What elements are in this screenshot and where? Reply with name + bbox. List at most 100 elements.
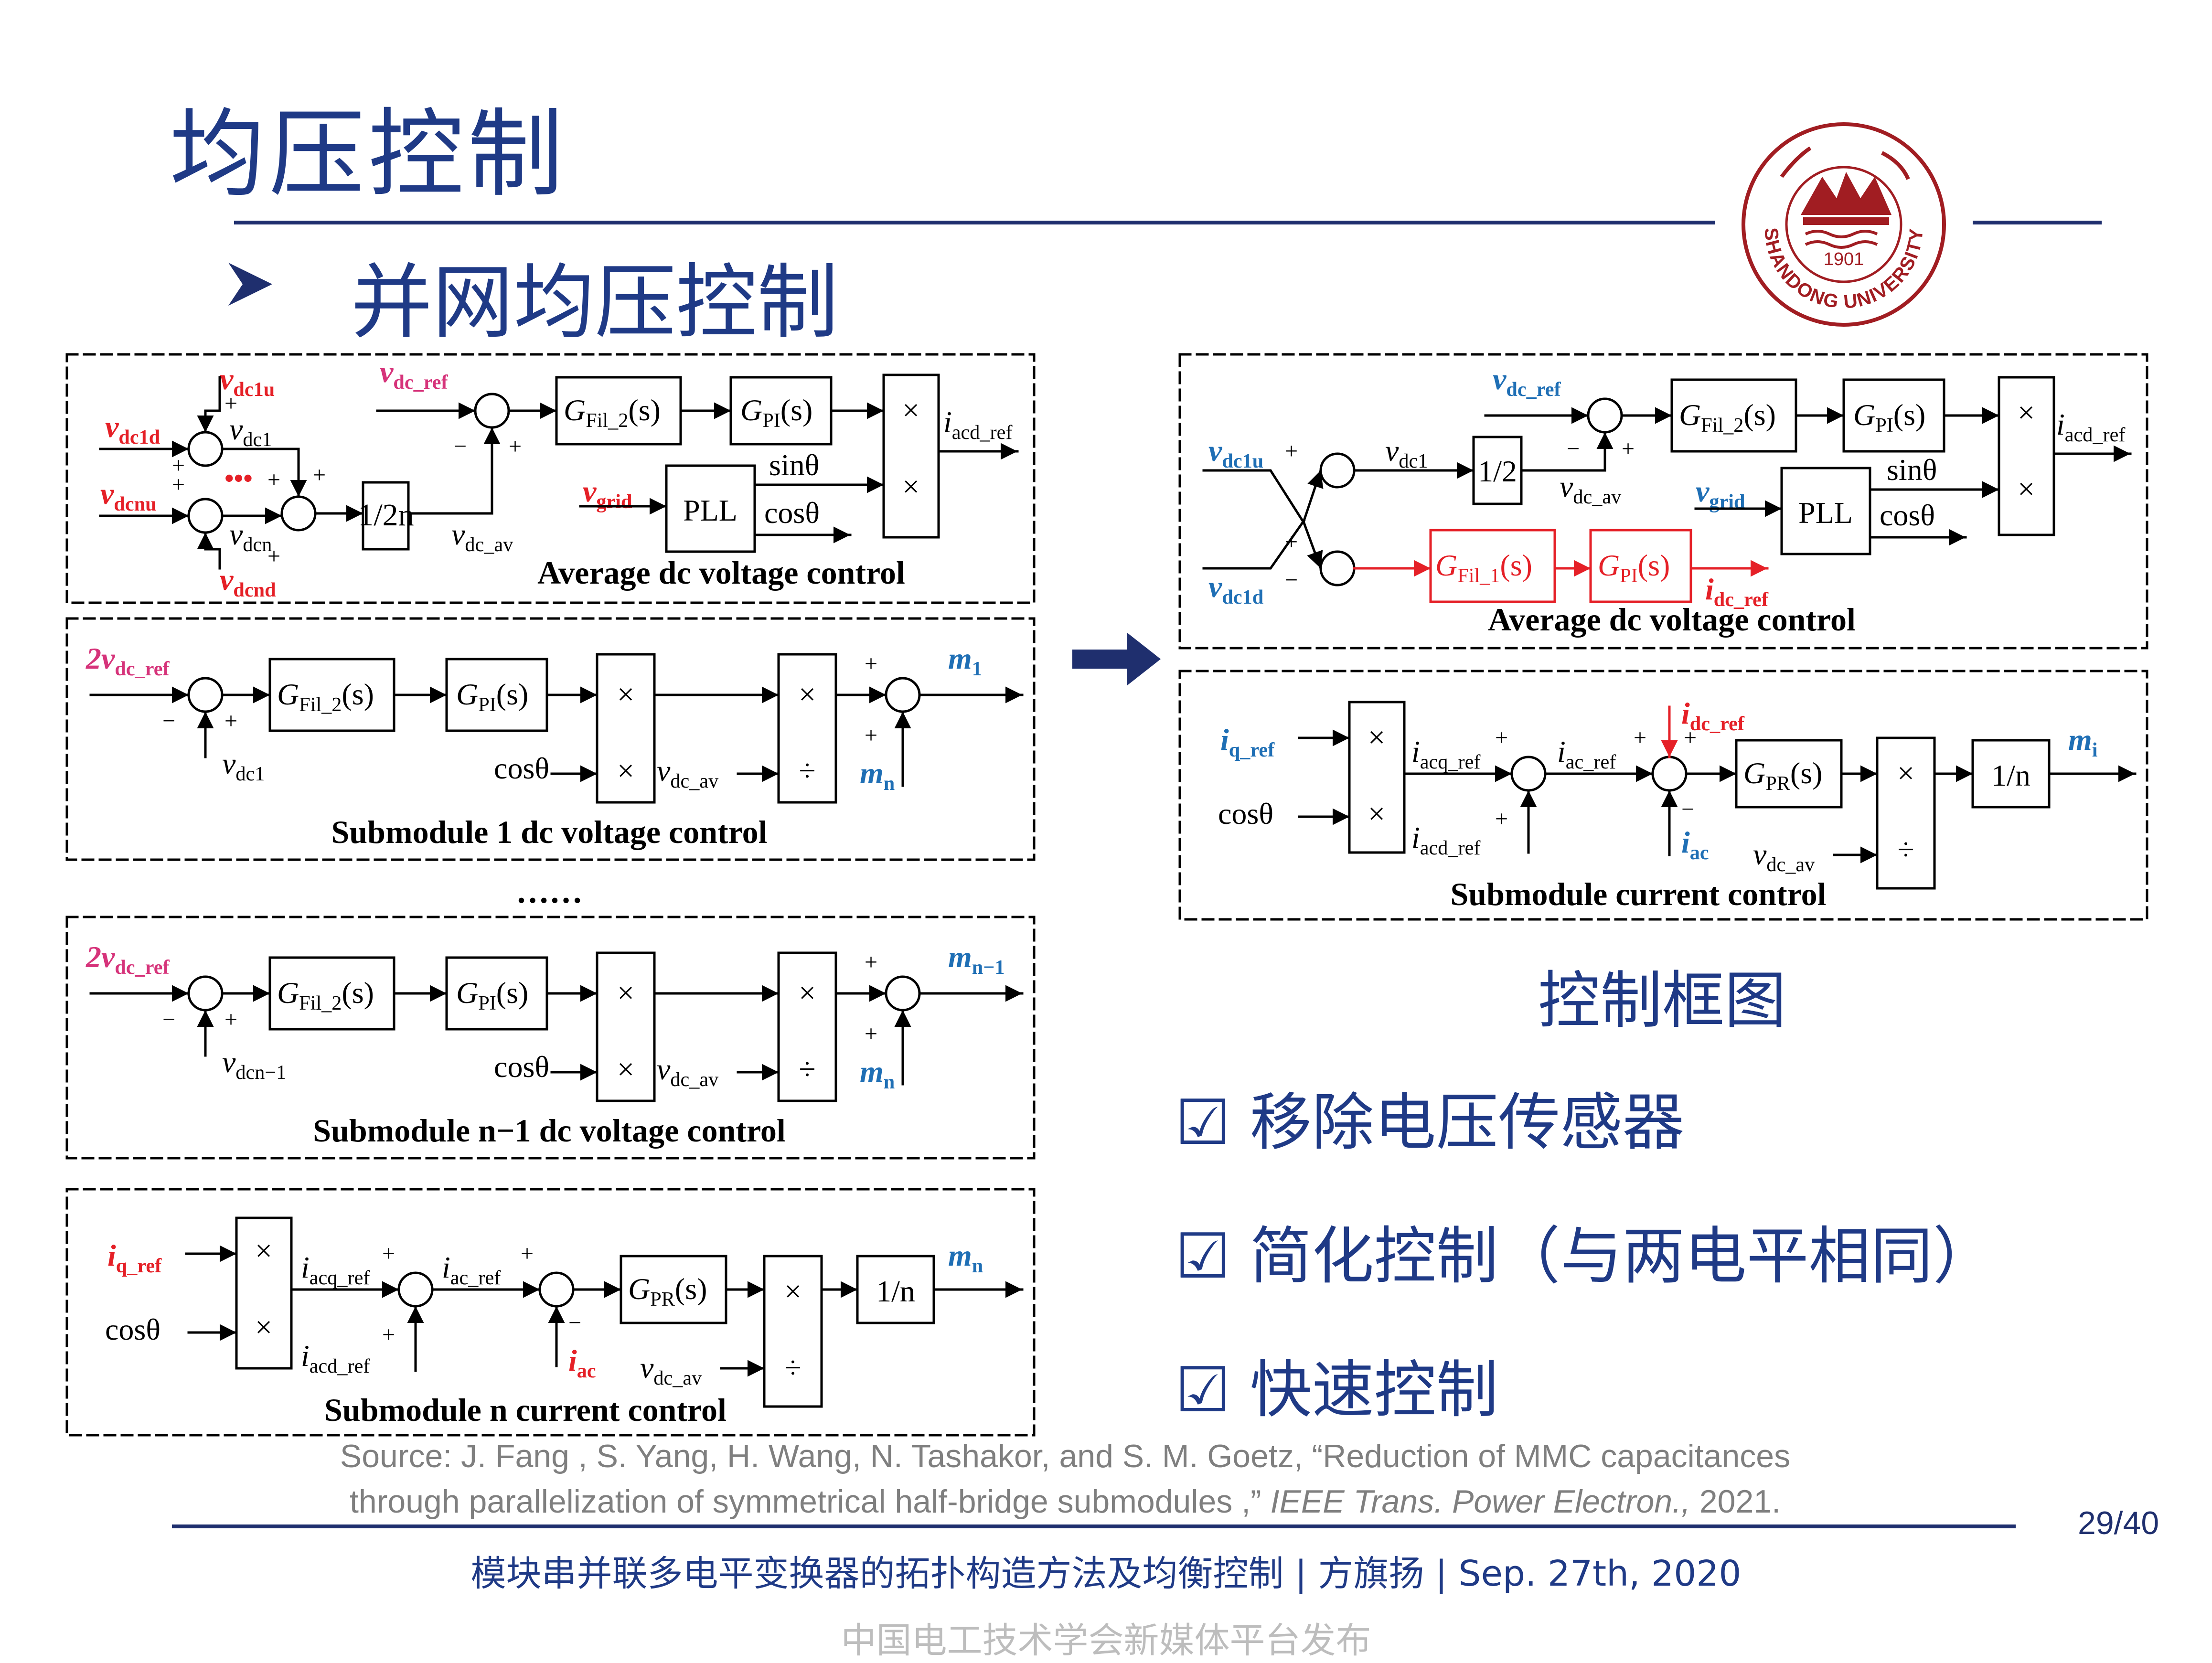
title-rule-right	[1973, 221, 2102, 224]
frame-right-average	[1178, 353, 2148, 650]
frame-left-smn1-fb: vdcn−1	[222, 1045, 286, 1084]
diagram-caption: 控制框图	[1538, 964, 1786, 1037]
frame-left-average	[65, 353, 1036, 604]
sum-lower	[187, 498, 224, 534]
label-vdcnd: vdcnd	[220, 563, 276, 601]
feature-item: ☑ 快速控制	[1175, 1340, 1498, 1429]
checkbox-icon: ☑	[1175, 1220, 1231, 1292]
frame-right-average-gpi2-label-symbol: G	[1598, 548, 1620, 582]
frame-left-smncur-sum1	[397, 1271, 434, 1308]
frame-left-smncur-out: mn	[948, 1238, 983, 1277]
block-gfil2-label-symbol: G	[564, 393, 586, 427]
label-iacd-subscript: acd_ref	[952, 421, 1013, 444]
frame-right-current-iacq-symbol: i	[1411, 735, 1420, 768]
frame-right-average-vdcav-subscript: dc_av	[1573, 486, 1622, 508]
frame-left-smn1-mn-subscript: n	[884, 1071, 895, 1093]
sign: −	[162, 708, 175, 734]
frame-left-sm1-mul-top: ×	[617, 677, 634, 711]
frame-right-average-mul-top: ×	[2018, 395, 2035, 429]
block-gpi-label-subscript: PI	[762, 409, 780, 432]
feature-label: 快速控制	[1250, 1354, 1498, 1426]
wire-vdcnd	[197, 531, 221, 570]
mul-top: ×	[902, 393, 919, 427]
sign: −	[1681, 797, 1694, 822]
frame-left-smn1-gfil2-label: GFil_2(s)	[277, 976, 374, 1014]
frame-right-average-wire-u2	[1302, 521, 1323, 570]
frame-right-average-vdc1u: vdc1u	[1208, 434, 1263, 472]
frame-right-average-vdc1u-symbol: v	[1208, 434, 1222, 468]
frame-left-smncur-iacd-symbol: i	[301, 1339, 310, 1373]
frame-left-smn1-fb-subscript: dcn−1	[235, 1061, 286, 1084]
frame-left-smncur-div-div: ÷	[784, 1351, 801, 1385]
frame-left-smncur-out-symbol: m	[948, 1238, 972, 1272]
frame-right-average-cos: cosθ	[1880, 498, 1935, 532]
frame-left-sm1-mul	[596, 653, 656, 804]
frame-right-average-vdc1-subscript: dc1	[1399, 450, 1428, 472]
frame-right-average-pll	[1780, 467, 1871, 555]
frame-left-sm1-fb-symbol: v	[222, 746, 236, 780]
label-vdcnu: vdcnu	[100, 477, 157, 515]
frame-left-smncur-mul-top: ×	[255, 1234, 272, 1268]
frame-left-smncur-mul	[235, 1216, 293, 1370]
frame-right-average-gpi2	[1589, 529, 1692, 603]
frame-left-sm1-mn-symbol: m	[860, 756, 884, 790]
frame-right-average-gfil2-label-symbol: G	[1679, 398, 1701, 432]
label-vdc1u-symbol: v	[220, 362, 234, 396]
feature-item: ☑移除电压传感器	[1175, 1072, 1685, 1162]
label-vdc1: vdc1	[229, 412, 272, 451]
frame-left-smncur-iacd: iacd_ref	[301, 1339, 370, 1377]
frame-left-smncur-sum2	[538, 1271, 575, 1308]
frame-left-sm1-vdcav-symbol: v	[657, 754, 671, 788]
frame-left-sm1-fb-subscript: dc1	[235, 763, 265, 785]
frame-right-average-vdc1u-subscript: dc1u	[1222, 450, 1263, 472]
frame-right-average-half-label: 1/2	[1478, 454, 1517, 488]
frame-right-current-iq: iq_ref	[1220, 723, 1275, 761]
frame-right-average-gfil2-label-argument: (s)	[1743, 398, 1776, 432]
frame-left-smncur-gpr-label-argument: (s)	[675, 1272, 707, 1306]
frame-right-average-vdc1-symbol: v	[1385, 434, 1399, 468]
frame-right-average-vdc1: vdc1	[1385, 434, 1428, 472]
frame-left-smncur-inv-label: 1/n	[876, 1274, 915, 1308]
sign: +	[1622, 436, 1635, 461]
frame-right-average-iacd-subscript: acd_ref	[2065, 424, 2126, 446]
frame-left-smn1-ref: 2vdc_ref	[85, 940, 170, 979]
frame-left-sm1-title: Submodule 1 dc voltage control	[331, 814, 767, 850]
frame-right-average-gfil1	[1429, 529, 1556, 603]
frame-left-smn1-gfil2-label-symbol: G	[277, 976, 299, 1010]
label-sin: sinθ	[769, 448, 819, 482]
label-vdc1d: vdc1d	[105, 410, 160, 448]
frame-left-smn1-ref-subscript: dc_ref	[115, 956, 170, 979]
frame-right-average-vdc1d: vdc1d	[1208, 570, 1264, 608]
sign: +	[865, 723, 877, 748]
frame-left-smncur-vdcav-symbol: v	[640, 1351, 654, 1385]
frame-right-current-idc: idc_ref	[1681, 696, 1745, 735]
frame-left-smn1-div-div: ÷	[799, 1052, 815, 1086]
label-vdcref-symbol: v	[380, 355, 394, 389]
frame-right-average-idc-symbol: i	[1705, 572, 1714, 606]
frame-left-smncur-iac-subscript: ac	[577, 1360, 596, 1382]
frame-left-smn1-vdcav-symbol: v	[657, 1052, 671, 1086]
checkbox-icon: ☑	[1175, 1354, 1231, 1426]
frame-right-average-gfil1-label-subscript: Fil_1	[1457, 565, 1500, 587]
sum-upper	[187, 431, 224, 467]
frame-right-average-vref: vdc_ref	[1493, 362, 1561, 401]
frame-right-current-gpr-label-subscript: PR	[1765, 772, 1790, 795]
frame-left-smn1-mn-symbol: m	[860, 1055, 884, 1088]
block-gfil2	[555, 376, 682, 446]
frame-right-current-iac: iac	[1681, 825, 1709, 864]
frame-left-smn1-vdcav: vdc_av	[657, 1052, 719, 1091]
label-vdc1-symbol: v	[229, 412, 243, 446]
frame-right-average-mul-bot: ×	[2018, 472, 2035, 506]
sign: +	[509, 434, 522, 459]
frame-left-smn1-gfil2-label-subscript: Fil_2	[299, 992, 342, 1014]
frame-right-current-title: Submodule current control	[1450, 876, 1826, 912]
label-vdcav-symbol: v	[451, 517, 465, 551]
frame-right-average-vdcav-symbol: v	[1560, 469, 1573, 503]
sign: +	[267, 544, 280, 569]
frame-left-smn1-vdcav-subscript: dc_av	[670, 1068, 719, 1091]
frame-right-current-iq-subscript: q_ref	[1229, 739, 1275, 761]
frame-right-average-iacd: iacd_ref	[2056, 407, 2126, 446]
frame-right-current-out: mi	[2068, 723, 2098, 761]
frame-left-smn1-gpi	[445, 956, 548, 1031]
